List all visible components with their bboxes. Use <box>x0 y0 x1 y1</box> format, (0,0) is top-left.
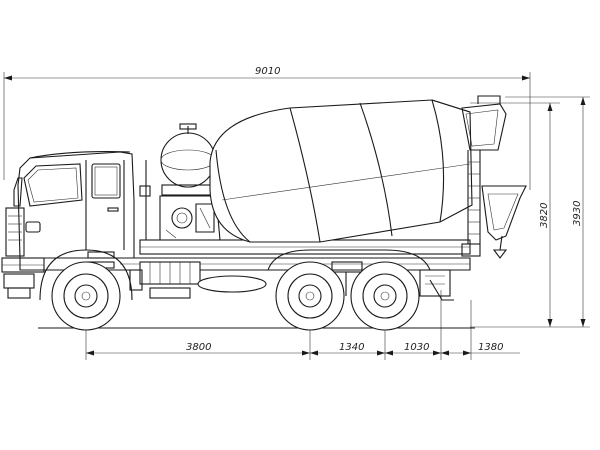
side-window <box>91 163 121 199</box>
overall-length-dimension: 9010 <box>3 66 531 190</box>
headlight <box>25 221 41 233</box>
total-height-label: 3930 <box>572 201 583 226</box>
overall-length-label: 9010 <box>255 66 280 77</box>
front-wheel <box>51 261 121 331</box>
rear-overhang-2-label: 1380 <box>478 342 503 353</box>
side-components <box>129 261 451 299</box>
hydraulic-pump-engine <box>159 195 221 241</box>
fuel-tank <box>197 275 267 293</box>
drum-height-label: 3820 <box>539 203 550 228</box>
side-mirror <box>13 177 23 207</box>
water-tank <box>139 123 216 240</box>
axle-spacing-label: 1340 <box>339 342 364 353</box>
rear-fender <box>267 249 431 271</box>
rear-chute-assembly <box>461 95 527 259</box>
rear-wheel-1 <box>275 261 345 331</box>
rear-overhang-1-label: 1030 <box>404 342 429 353</box>
mixer-drum <box>209 99 473 243</box>
windshield <box>23 163 83 207</box>
discharge-chute <box>481 185 527 241</box>
height-dimensions: 3820 3930 <box>470 96 590 328</box>
wheelbase-label: 3800 <box>186 342 211 353</box>
loading-hopper <box>461 103 507 151</box>
rear-wheel-2 <box>350 261 420 331</box>
truck-cab <box>1 151 135 301</box>
